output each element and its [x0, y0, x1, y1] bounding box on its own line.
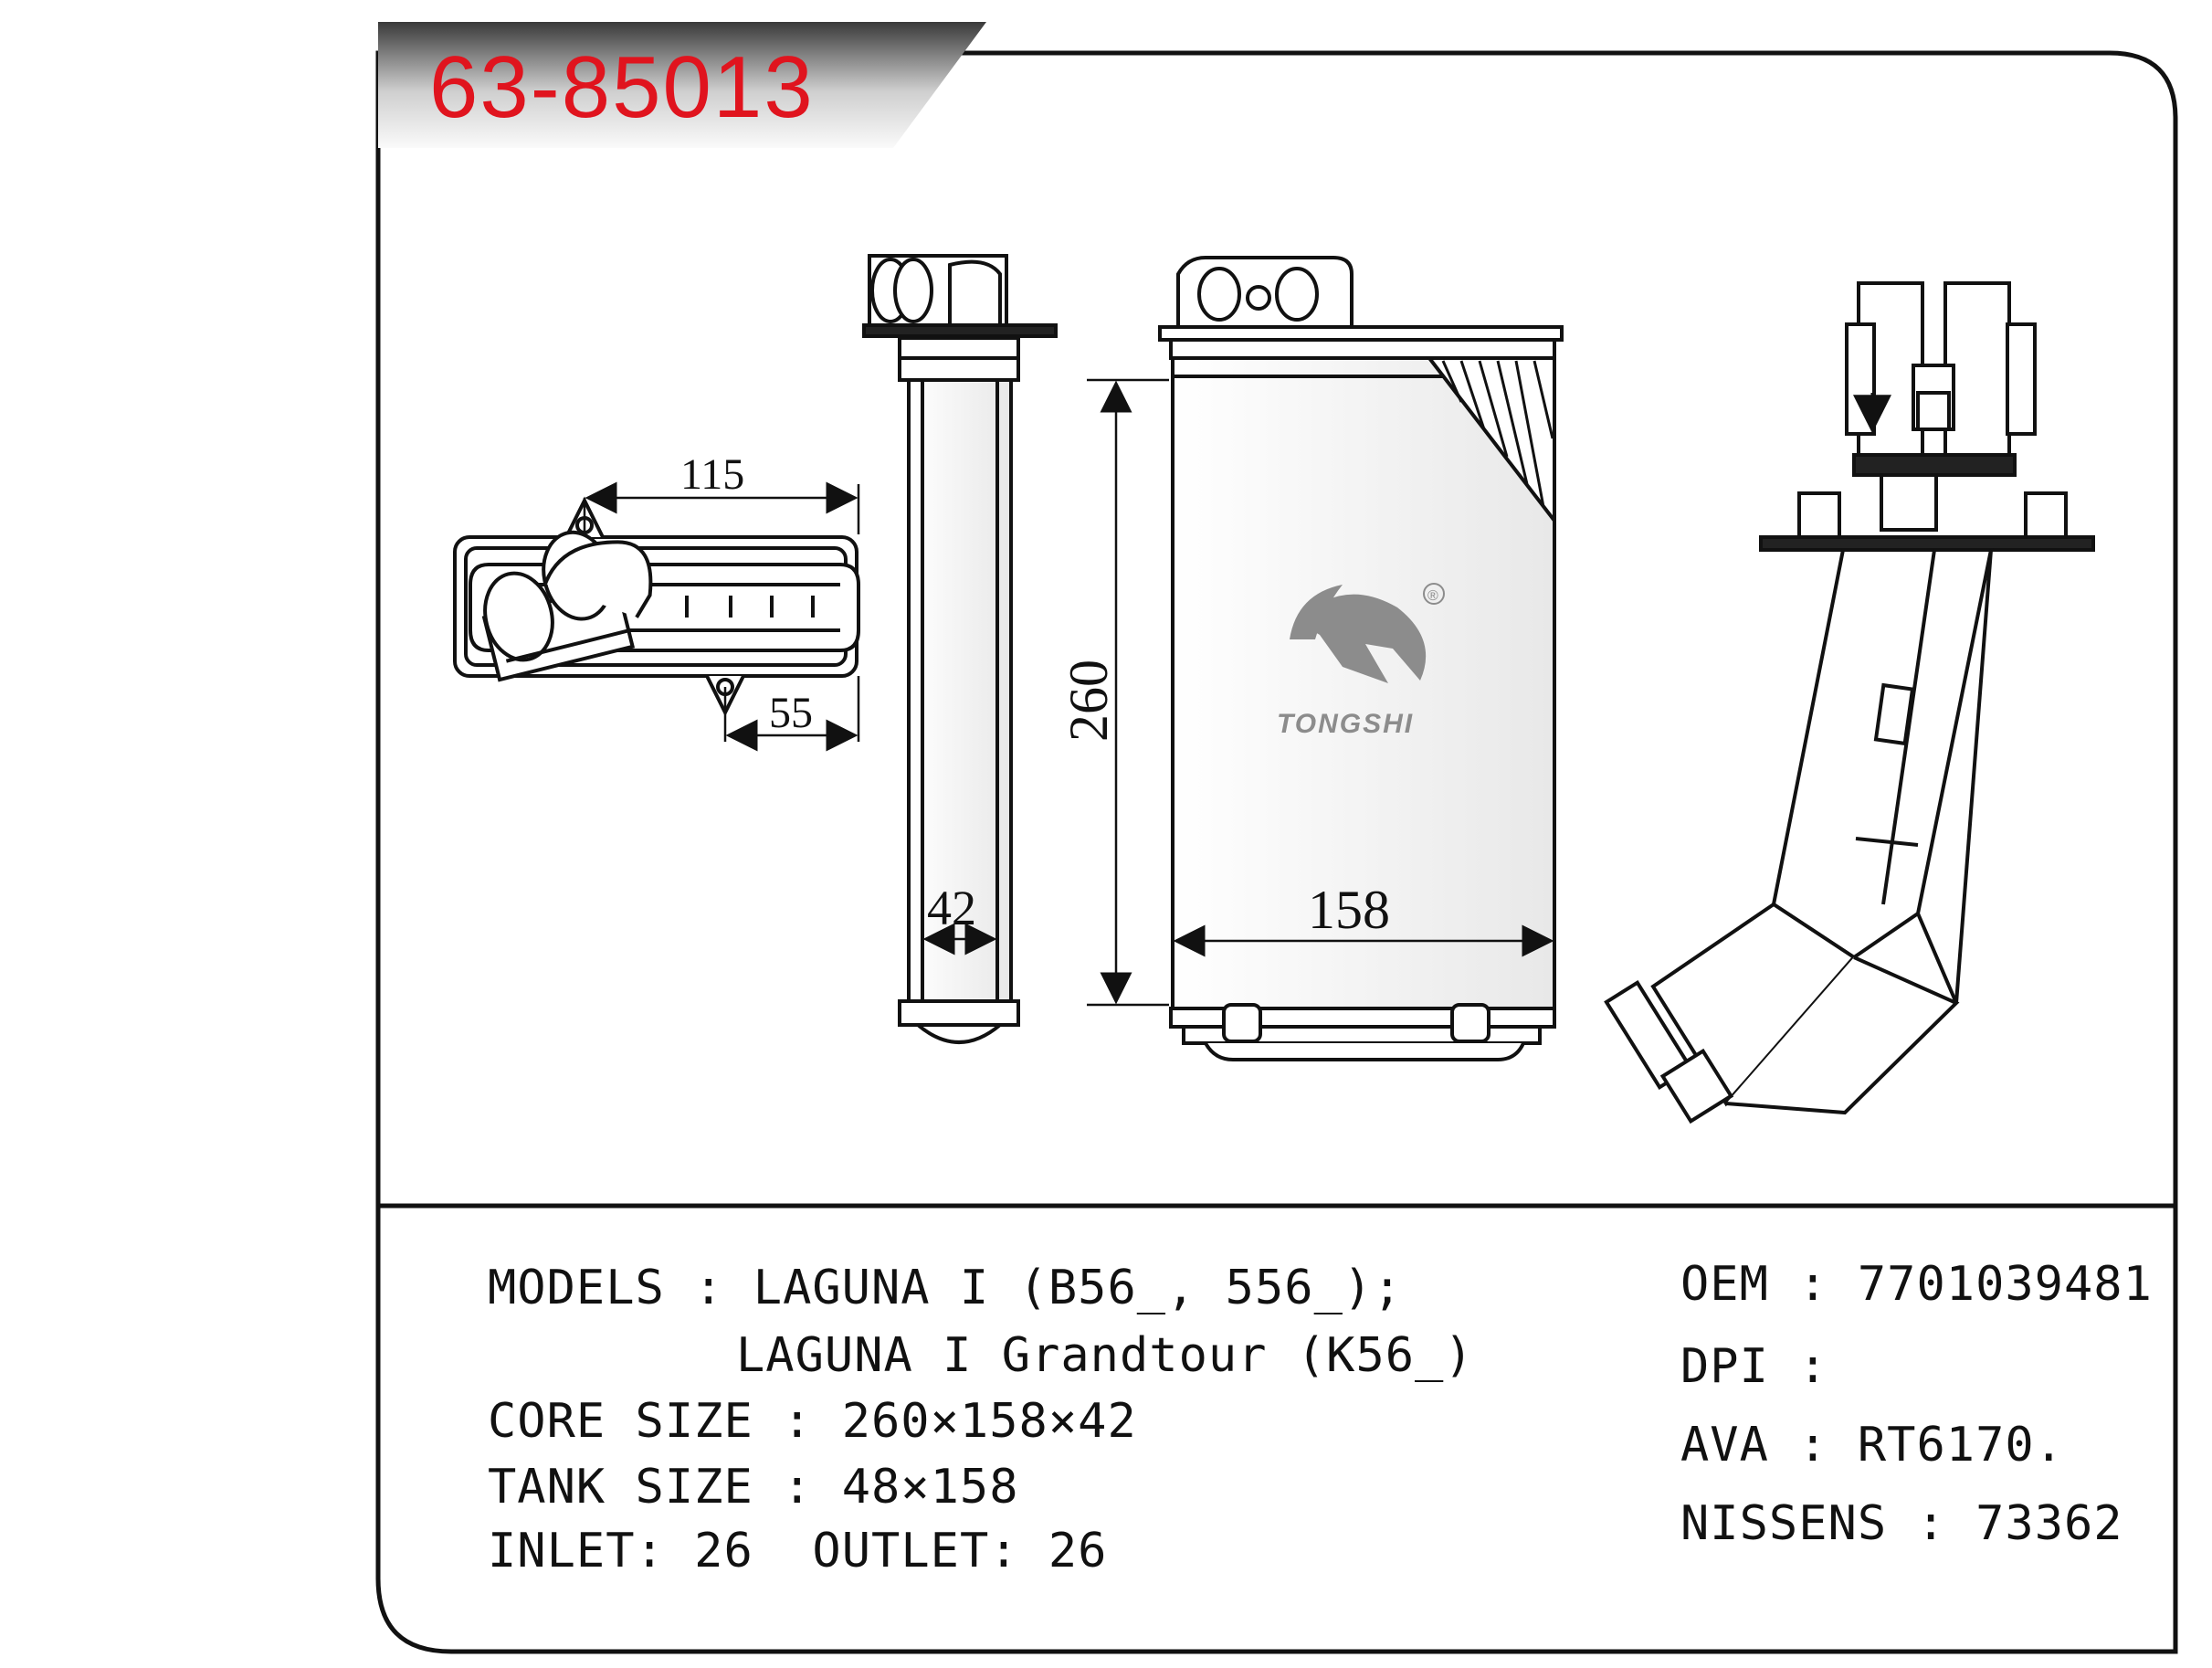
isometric-view: [1604, 281, 2095, 1124]
nissens-row: NISSENS : 73362: [1680, 1496, 2123, 1551]
oem-label: OEM: [1680, 1257, 1769, 1312]
outlet-label: OUTLET:: [812, 1524, 1019, 1578]
front-view: [1158, 256, 1564, 1061]
core-size-value: 260×158×42: [841, 1394, 1137, 1449]
dim-158: 158: [1308, 880, 1390, 940]
dpi-row: DPI :: [1680, 1339, 1858, 1394]
nissens-label: NISSENS: [1680, 1496, 1888, 1551]
top-view: [453, 496, 860, 717]
core-size-row: CORE SIZE : 260×158×42: [488, 1394, 1137, 1449]
tongshi-logo: ® TONGSHI: [1277, 583, 1445, 739]
dim-55: 55: [769, 689, 813, 737]
inlet-label: INLET:: [488, 1524, 665, 1578]
ava-label: AVA: [1680, 1418, 1769, 1473]
logo-mark: [1297, 594, 1427, 683]
nissens-value: 73362: [1975, 1496, 2123, 1551]
dim-115: 115: [680, 450, 744, 499]
oem-value: 7701039481: [1857, 1257, 2153, 1312]
core-size-label: CORE SIZE: [488, 1394, 753, 1449]
logo-registered-mark: ®: [1427, 588, 1438, 604]
side-view: [862, 254, 1058, 1044]
logo-brand: TONGSHI: [1277, 709, 1414, 739]
sheet-frame: [375, 50, 2178, 1654]
tank-size-value: 48×158: [841, 1460, 1019, 1515]
models-label: MODELS: [488, 1261, 665, 1315]
oem-row: OEM : 7701039481: [1680, 1257, 2153, 1312]
models-row: MODELS : LAGUNA I (B56_, 556_);: [488, 1261, 1403, 1315]
part-number: 63-85013: [429, 38, 815, 136]
models-line2: LAGUNA I Grandtour (K56_): [736, 1328, 1474, 1383]
tank-size-label: TANK SIZE: [488, 1460, 753, 1515]
models-line1: LAGUNA I (B56_, 556_);: [753, 1261, 1403, 1315]
ava-value: RT6170.: [1857, 1418, 2064, 1473]
dim-42: 42: [927, 881, 976, 935]
tank-size-row: TANK SIZE : 48×158: [488, 1460, 1019, 1515]
inlet-outlet-row: INLET: 26 OUTLET: 26: [488, 1524, 1108, 1578]
inlet-value: 26: [694, 1524, 753, 1578]
ava-row: AVA : RT6170.: [1680, 1418, 2064, 1473]
dim-260: 260: [1059, 660, 1119, 742]
outlet-value: 26: [1048, 1524, 1108, 1578]
dpi-label: DPI: [1680, 1339, 1769, 1394]
part-number-banner: [378, 22, 986, 148]
